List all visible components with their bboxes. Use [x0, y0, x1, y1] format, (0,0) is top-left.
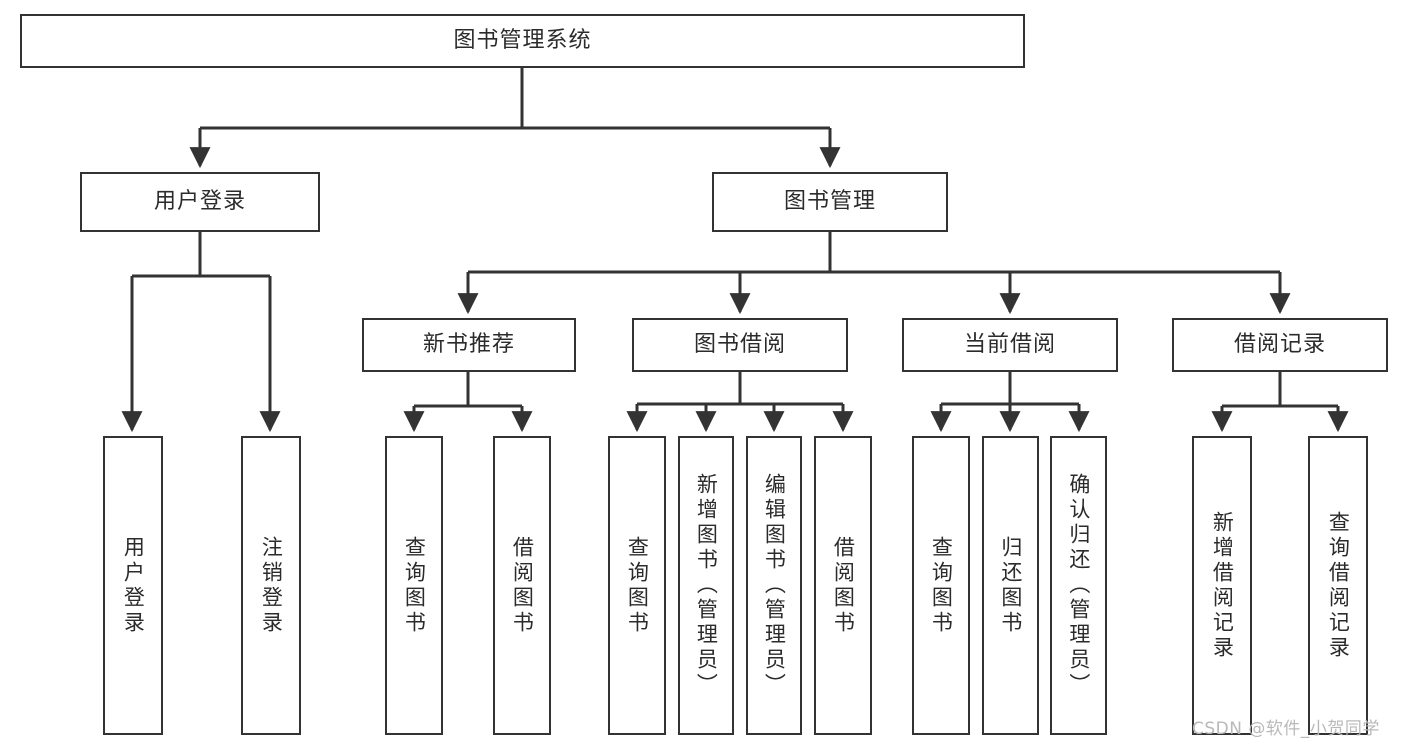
node-label: 新增图书（管理员）: [694, 473, 719, 698]
node-book-management[interactable]: 图书管理: [712, 172, 948, 232]
node-book-borrow[interactable]: 图书借阅: [632, 318, 848, 372]
node-leaf-query-book-2[interactable]: 查询图书: [608, 436, 666, 735]
node-leaf-query-record[interactable]: 查询借阅记录: [1308, 436, 1368, 735]
node-user-login[interactable]: 用户登录: [80, 172, 320, 232]
node-leaf-add-book[interactable]: 新增图书（管理员）: [678, 436, 734, 735]
node-book-management-system[interactable]: 图书管理系统: [20, 14, 1025, 68]
node-label: 用户登录: [121, 535, 146, 636]
node-label: 归还图书: [998, 535, 1023, 636]
node-label: 图书借阅: [693, 332, 786, 358]
node-label: 用户登录: [153, 189, 246, 215]
node-leaf-user-login[interactable]: 用户登录: [103, 436, 163, 735]
node-label: 新增借阅记录: [1210, 510, 1235, 661]
node-leaf-edit-book[interactable]: 编辑图书（管理员）: [746, 436, 802, 735]
node-leaf-query-book-1[interactable]: 查询图书: [385, 436, 443, 735]
node-leaf-borrow-book-1[interactable]: 借阅图书: [493, 436, 551, 735]
node-leaf-logout-login[interactable]: 注销登录: [241, 436, 301, 735]
node-label: 借阅图书: [831, 535, 856, 636]
node-label: 编辑图书（管理员）: [762, 473, 787, 698]
node-borrow-record[interactable]: 借阅记录: [1172, 318, 1388, 372]
node-label: 查询图书: [402, 535, 427, 636]
node-leaf-return-book[interactable]: 归还图书: [982, 436, 1039, 735]
node-leaf-query-book-3[interactable]: 查询图书: [912, 436, 970, 735]
node-label: 查询图书: [929, 535, 954, 636]
node-label: 图书管理系统: [453, 28, 592, 54]
node-label: 查询借阅记录: [1326, 510, 1351, 661]
node-current-borrow[interactable]: 当前借阅: [902, 318, 1118, 372]
node-label: 借阅图书: [510, 535, 535, 636]
node-label: 注销登录: [259, 535, 284, 636]
node-leaf-add-record[interactable]: 新增借阅记录: [1192, 436, 1252, 735]
node-label: 新书推荐: [422, 332, 515, 358]
node-label: 确认归还（管理员）: [1066, 473, 1091, 698]
node-leaf-confirm-return[interactable]: 确认归还（管理员）: [1050, 436, 1107, 735]
node-leaf-borrow-book-2[interactable]: 借阅图书: [814, 436, 872, 735]
node-label: 图书管理: [783, 189, 876, 215]
node-new-book-recommend[interactable]: 新书推荐: [362, 318, 576, 372]
node-label: 借阅记录: [1233, 332, 1326, 358]
node-label: 查询图书: [625, 535, 650, 636]
node-label: 当前借阅: [963, 332, 1056, 358]
